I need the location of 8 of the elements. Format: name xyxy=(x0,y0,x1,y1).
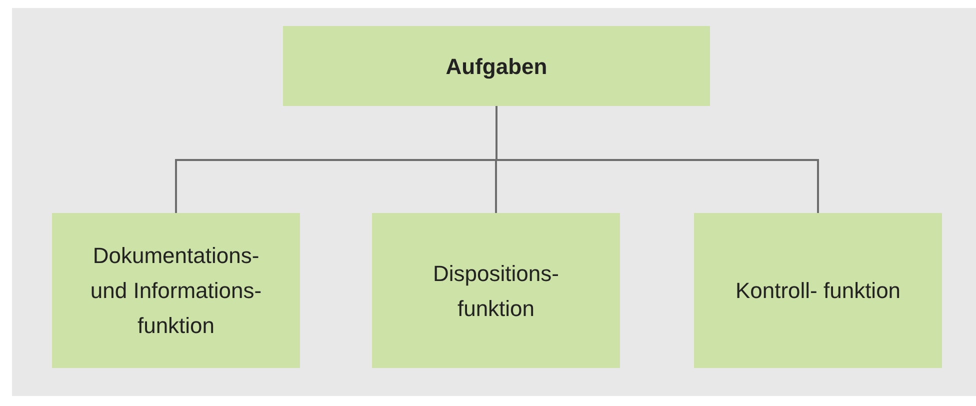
title-text: Aufgaben xyxy=(446,52,548,81)
box-label: Dokumentations- und Informations- funktion xyxy=(89,242,263,340)
function-box xyxy=(372,213,620,368)
function-box xyxy=(52,213,300,368)
box-label: Kontroll- funktion xyxy=(735,277,901,305)
heading-box xyxy=(283,26,710,106)
function-box xyxy=(694,213,942,368)
box-label: Dispositions- funktion xyxy=(432,260,560,322)
